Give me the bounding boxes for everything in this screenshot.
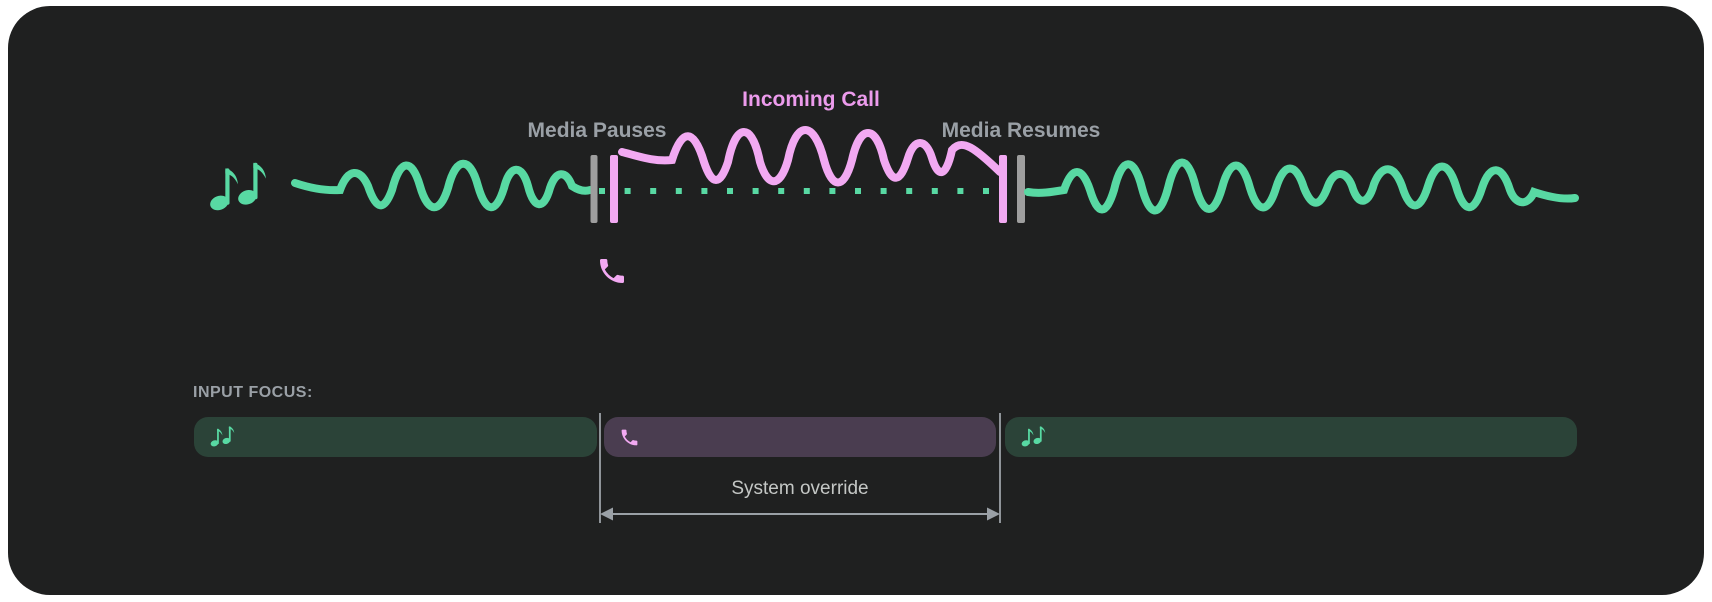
label-media-pauses: Media Pauses <box>527 119 667 142</box>
pause-marker-call-bar <box>610 155 618 223</box>
music-notes-icon <box>208 162 266 213</box>
focus-segment-call <box>604 417 996 457</box>
override-arrow <box>600 507 1000 521</box>
focus-segment-media-before-call <box>194 417 597 457</box>
music-notes-icon <box>1020 426 1046 448</box>
label-media-resumes: Media Resumes <box>941 119 1101 142</box>
label-system-override: System override <box>731 478 869 499</box>
label-incoming-call: Incoming Call <box>742 88 880 111</box>
phone-icon <box>600 259 624 283</box>
resume-marker-media-bar <box>1017 155 1025 223</box>
override-divider-right <box>999 413 1001 523</box>
music-notes-icon <box>209 426 235 448</box>
arrowhead-left-icon <box>600 507 613 521</box>
input-focus-heading: INPUT FOCUS: <box>193 384 313 401</box>
focus-segment-media-after-call <box>1005 417 1577 457</box>
media-wave-after <box>1024 158 1579 215</box>
media-wave-before <box>291 159 594 212</box>
call-wave <box>618 126 1004 187</box>
phone-icon <box>621 429 638 445</box>
override-divider-left <box>599 413 601 523</box>
pause-marker-media-bar <box>590 155 598 223</box>
arrowhead-right-icon <box>987 507 1000 521</box>
resume-marker-call-bar <box>999 155 1007 223</box>
diagram-card <box>8 6 1704 595</box>
